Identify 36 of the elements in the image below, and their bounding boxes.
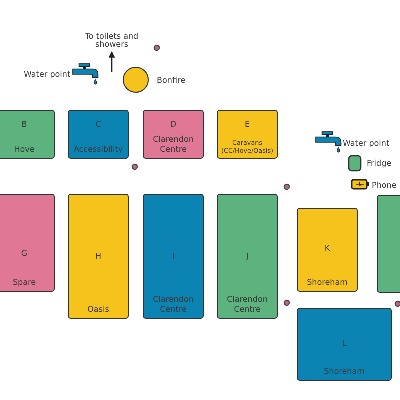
zone-name: Clarendon Centre	[152, 295, 195, 315]
legend-label: Fridge	[367, 159, 392, 168]
zone-box	[68, 110, 129, 159]
zone-letter: C	[94, 120, 102, 130]
zone-name: Hove	[13, 145, 36, 155]
zone-name: Accessibility	[72, 145, 124, 155]
map-label: To toilets and showers	[84, 33, 140, 49]
legend-label: Water point	[343, 139, 390, 148]
zone-box	[0, 110, 55, 159]
zone-box	[217, 194, 278, 319]
zone-box	[68, 194, 129, 319]
zone-box	[297, 308, 392, 381]
zone-letter: E	[244, 120, 252, 130]
zone-letter: K	[324, 244, 332, 254]
zone-letter: B	[20, 120, 28, 130]
bonfire-circle	[123, 67, 149, 93]
zone-name: Spare	[12, 278, 38, 288]
legend-label: Phone	[372, 181, 397, 190]
zone-letter: G	[20, 249, 29, 259]
node-caption: Bonfire	[157, 76, 186, 85]
zone-letter: L	[341, 339, 348, 349]
zone-box	[217, 110, 278, 159]
zone-letter: H	[94, 252, 102, 262]
zone-box	[0, 194, 55, 292]
zone-box	[143, 110, 204, 159]
zone-name: Shoreham	[323, 367, 366, 377]
map-label: Water point	[24, 70, 71, 79]
zone-name: Clarendon Centre	[226, 295, 269, 315]
zone-letter: D	[169, 120, 178, 130]
zone-name: Oasis	[86, 305, 110, 315]
zone-name: Shoreham	[306, 278, 349, 288]
zone-box	[297, 208, 358, 292]
zone-letter: I	[171, 252, 176, 262]
zone-letter: J	[245, 252, 250, 262]
zone-name: Clarendon Centre	[152, 135, 195, 155]
zone-box	[143, 194, 204, 319]
